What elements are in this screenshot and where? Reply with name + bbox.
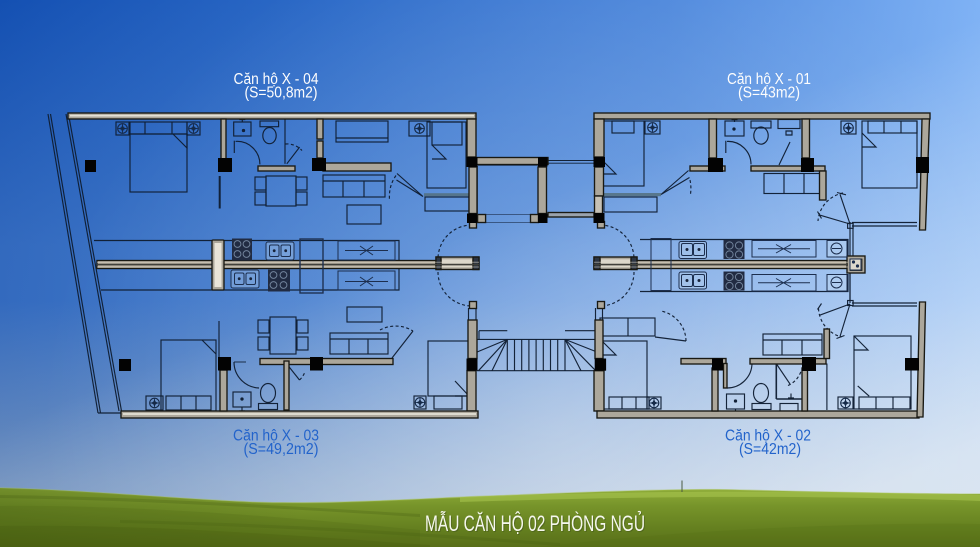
svg-text:(S=43m2): (S=43m2) — [738, 85, 800, 102]
svg-text:Căn hộ X - 02: Căn hộ X - 02 — [725, 428, 811, 445]
svg-text:Căn hộ X - 04: Căn hộ X - 04 — [234, 71, 319, 88]
svg-text:MẪU CĂN HỘ 02 PHÒNG NGỦ: MẪU CĂN HỘ 02 PHÒNG NGỦ — [425, 510, 645, 536]
svg-text:MẪU CĂN HỘ 02 PHÒNG NGỦ: MẪU CĂN HỘ 02 PHÒNG NGỦ — [426, 511, 646, 537]
svg-text:(S=42m2): (S=42m2) — [739, 441, 801, 458]
svg-text:Căn hộ X - 03: Căn hộ X - 03 — [233, 428, 319, 445]
svg-text:Căn hộ X - 01: Căn hộ X - 01 — [727, 71, 811, 88]
svg-text:(S=49,2m2): (S=49,2m2) — [244, 441, 319, 458]
svg-text:(S=50,8m2): (S=50,8m2) — [245, 85, 318, 102]
